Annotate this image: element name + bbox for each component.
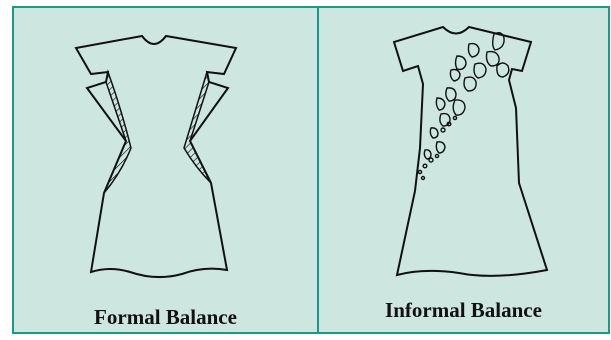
dot-motif (435, 154, 438, 157)
formal-dress-outline (76, 36, 236, 277)
paisley-motif-cluster (418, 33, 508, 180)
paisley-motif (440, 114, 450, 126)
dot-motif (418, 170, 421, 173)
formal-balance-caption: Formal Balance (14, 305, 317, 330)
dot-motif (429, 158, 433, 162)
paisley-motif (487, 52, 500, 66)
formal-left-hatched-gore (104, 72, 131, 193)
dot-motif (453, 116, 456, 119)
figure-frame: Formal Balance (12, 6, 610, 334)
formal-right-hatched-gore (184, 72, 211, 183)
informal-balance-caption: Informal Balance (319, 298, 608, 323)
paisley-motif (497, 63, 509, 77)
dot-motif (422, 177, 425, 180)
formal-balance-panel: Formal Balance (14, 8, 317, 332)
paisley-motif (464, 77, 476, 91)
paisley-motif (456, 56, 467, 69)
paisley-motif (436, 98, 445, 110)
paisley-motif (446, 88, 456, 101)
informal-dress-outline (394, 27, 547, 276)
paisley-motif (468, 44, 479, 57)
paisley-motif (436, 142, 445, 153)
dot-motif (441, 128, 445, 132)
informal-balance-dress-drawing (319, 8, 608, 336)
formal-balance-dress-drawing (14, 8, 317, 336)
informal-balance-panel: Informal Balance (319, 8, 608, 332)
paisley-motif (474, 63, 486, 78)
paisley-motif (453, 100, 465, 115)
paisley-motif (430, 128, 438, 138)
paisley-motif (450, 70, 460, 82)
dot-motif (423, 164, 427, 168)
paisley-motif (493, 33, 504, 50)
